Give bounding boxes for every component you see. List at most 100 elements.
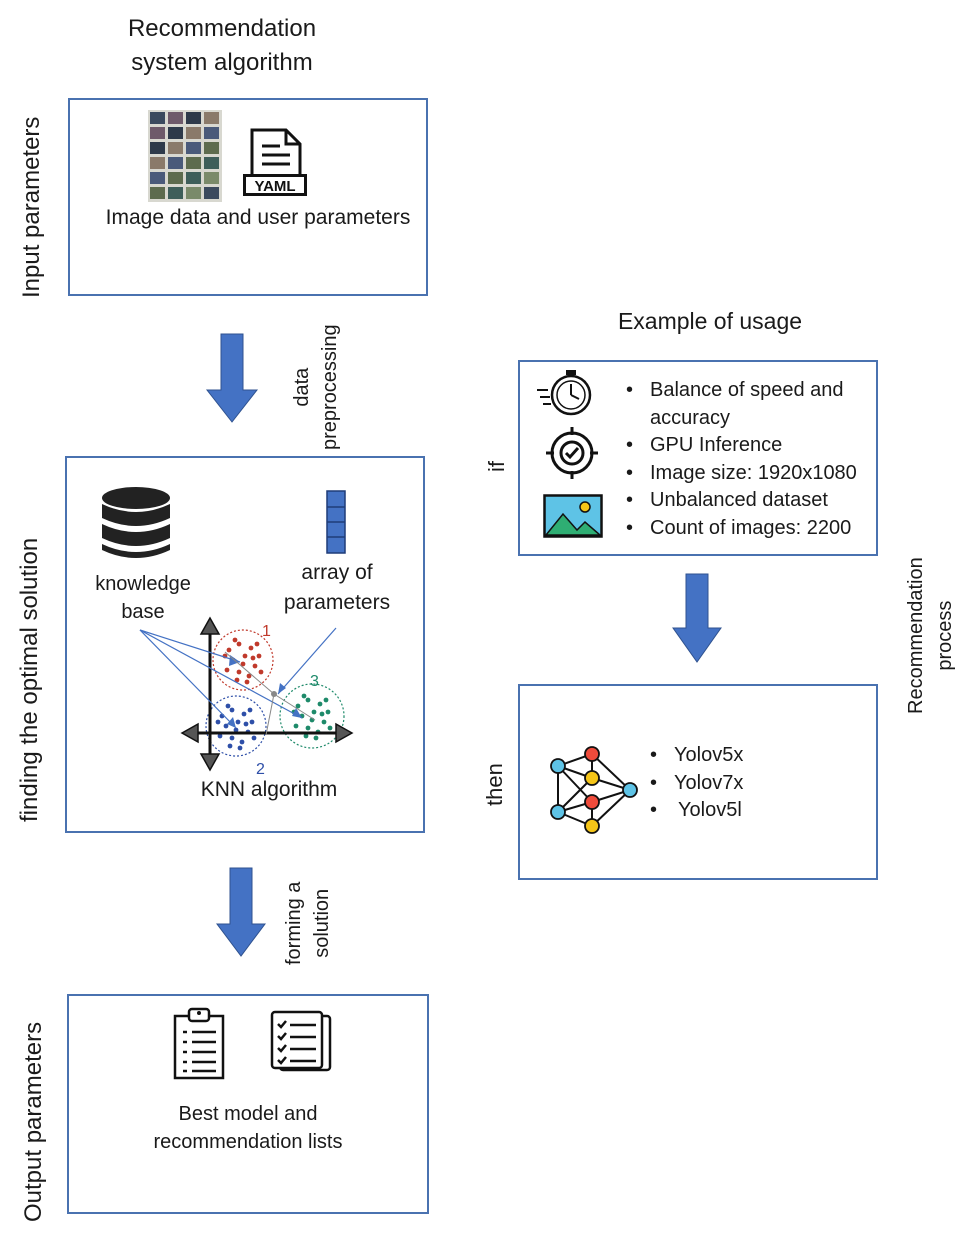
down-arrow-forming [216,867,266,957]
cluster-2-dot [227,743,233,749]
condition-item: GPU Inference [622,432,872,460]
thumbnail [150,112,165,124]
results-list: Yolov5x Yolov7x Yolov5l [646,742,846,825]
thumbnail [150,142,165,154]
cluster-1-dot [254,641,260,647]
main-title: Recommendation system algorithm [72,12,372,80]
output-box [67,994,429,1214]
knn-plot: 1 2 3 [180,616,354,778]
cluster-2-dot [229,707,235,713]
thumbnail [204,112,219,124]
cluster-2-dot [235,719,241,725]
cluster-3-dot [305,697,311,703]
cluster-2-dot [239,739,245,745]
input-box-caption: Image data and user parameters [105,206,411,229]
cluster-3-dot [317,701,323,707]
cluster-2-dot [249,719,255,725]
thumbnail [150,157,165,169]
cluster-1-dot [242,653,248,659]
thumbnail [204,187,219,199]
cluster-2-dot [233,727,239,733]
picture-icon [543,494,603,538]
cluster-3-dot [301,693,307,699]
cluster-2-dot [229,735,235,741]
cluster-1-dot [234,677,240,683]
knowledge-base-label: knowledge base [84,570,202,626]
cluster-1-dot [248,645,254,651]
recommendation-process-label: Recommendation process [902,557,960,714]
image-grid-icon [148,110,222,202]
neural-network-icon [550,746,638,834]
cluster-1-dot [236,669,242,675]
yaml-text: YAML [254,178,295,195]
forming-solution-line2: solution [311,888,333,958]
thumbnail [204,157,219,169]
cluster-2-dot [217,733,223,739]
thumbnail [204,127,219,139]
thumbnail [168,187,183,199]
cluster-label-1: 1 [262,623,271,640]
cluster-3-dot [293,723,299,729]
thumbnail [204,172,219,184]
cluster-2-dot [243,721,249,727]
example-title: Example of usage [617,308,803,334]
cluster-1-dot [250,655,256,661]
array-of-parameters-label: array of parameters [270,558,404,618]
cluster-2-dot [237,745,243,751]
cluster-1-dot [236,641,242,647]
checklist-icon [270,1010,332,1072]
recommendation-process-line2: process [934,600,956,671]
knn-caption: KNN algorithm [200,778,338,801]
forming-solution-line1: forming a [283,881,305,965]
cluster-1-dot [246,673,252,679]
clipboard-icon [173,1007,225,1080]
database-icon [102,487,170,558]
cluster-1-dot [258,669,264,675]
thumbnail [168,157,183,169]
stopwatch-icon [537,370,592,416]
cluster-1-dot [224,667,230,673]
output-caption-line1: Best model and [178,1103,318,1125]
cluster-1-dot [256,653,262,659]
cluster-1-dot [226,647,232,653]
array-of-parameters-line2: parameters [283,591,391,614]
knowledge-base-line1: knowledge [95,573,191,595]
if-label: if [484,461,509,472]
cluster-2-dot [241,711,247,717]
result-item: Yolov5l [646,797,846,825]
thumbnail [186,142,201,154]
knowledge-base-line2: base [121,601,165,623]
yaml-file-icon: YAML [243,128,307,196]
thumbnail [168,112,183,124]
cluster-label-3: 3 [310,673,319,690]
down-arrow-recommendation [672,573,722,663]
forming-solution-label: forming a solution [280,882,336,965]
cluster-2-dot [215,719,221,725]
thumbnail [150,187,165,199]
cluster-3-dot [305,725,311,731]
output-box-caption: Best model and recommendation lists [110,1100,386,1156]
array-of-parameters-line1: array of [301,561,373,584]
thumbnail [186,112,201,124]
cluster-2-dot [251,735,257,741]
cluster-1-dot [232,637,238,643]
cluster-1-dot [240,661,246,667]
cluster-label-2: 2 [256,761,265,778]
parameter-array-icon [326,490,346,554]
cluster-1-dot [244,679,250,685]
thumbnail [186,187,201,199]
cluster-3-dot [319,711,325,717]
recommendation-process-line1: Recommendation [905,557,927,714]
output-caption-line2: recommendation lists [153,1131,343,1153]
cluster-3-dot [303,733,309,739]
cluster-3-dot [295,703,301,709]
cluster-3-dot [325,709,331,715]
condition-item: Unbalanced dataset [622,487,872,515]
cluster-2-dot [247,707,253,713]
condition-item: Balance of speed and accuracy [622,377,872,432]
thumbnail [168,142,183,154]
cluster-3-dot [321,719,327,725]
main-title-line1: Recommendation [127,15,317,42]
cluster-1-dot [252,663,258,669]
cluster-2-circle [205,695,267,757]
